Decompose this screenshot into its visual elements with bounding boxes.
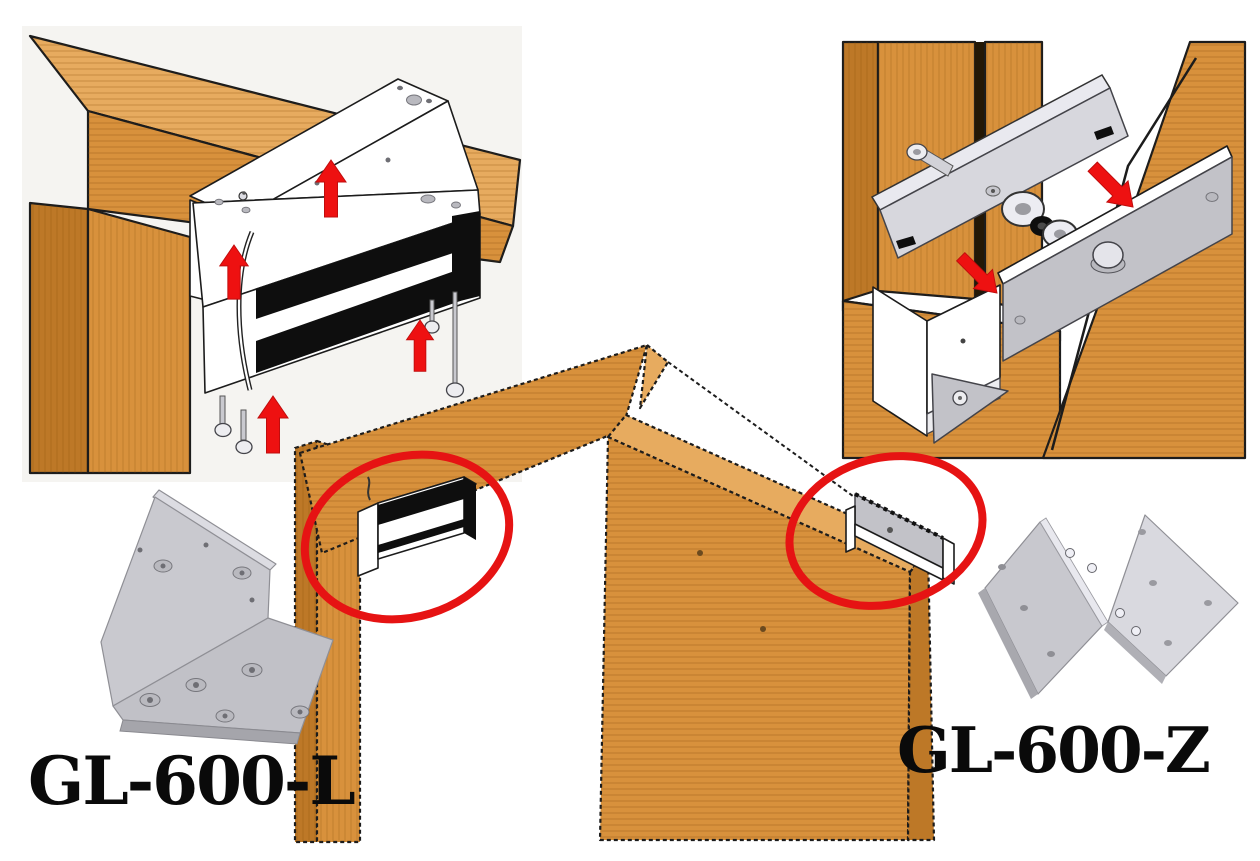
door-frame-corner: [28, 34, 522, 475]
z-bracket-installation-diagram: [841, 40, 1247, 460]
door-overview-diagram: [293, 343, 987, 844]
z-bracket-on-door: [845, 492, 955, 585]
l-bracket-installation-diagram: [22, 26, 522, 482]
highlight-ellipse-icon: [300, 450, 514, 624]
mounting-screws: [214, 291, 465, 455]
door-edge-wood: [841, 40, 1247, 460]
z-bracket-assembly: [872, 145, 1233, 444]
highlight-ellipse-icon: [785, 452, 987, 610]
maglock-on-frame: [357, 476, 477, 577]
l-bracket-product-photo: [100, 489, 334, 745]
dome-bolt: [1092, 241, 1124, 269]
product-label-left: GL-600-L: [28, 742, 356, 820]
maglock-cable: [237, 231, 254, 391]
product-label-right: GL-600-Z: [897, 713, 1211, 787]
open-door-leaf: [598, 413, 936, 842]
maglock-body: [192, 189, 481, 394]
z-bracket-product-photo: [978, 514, 1239, 699]
